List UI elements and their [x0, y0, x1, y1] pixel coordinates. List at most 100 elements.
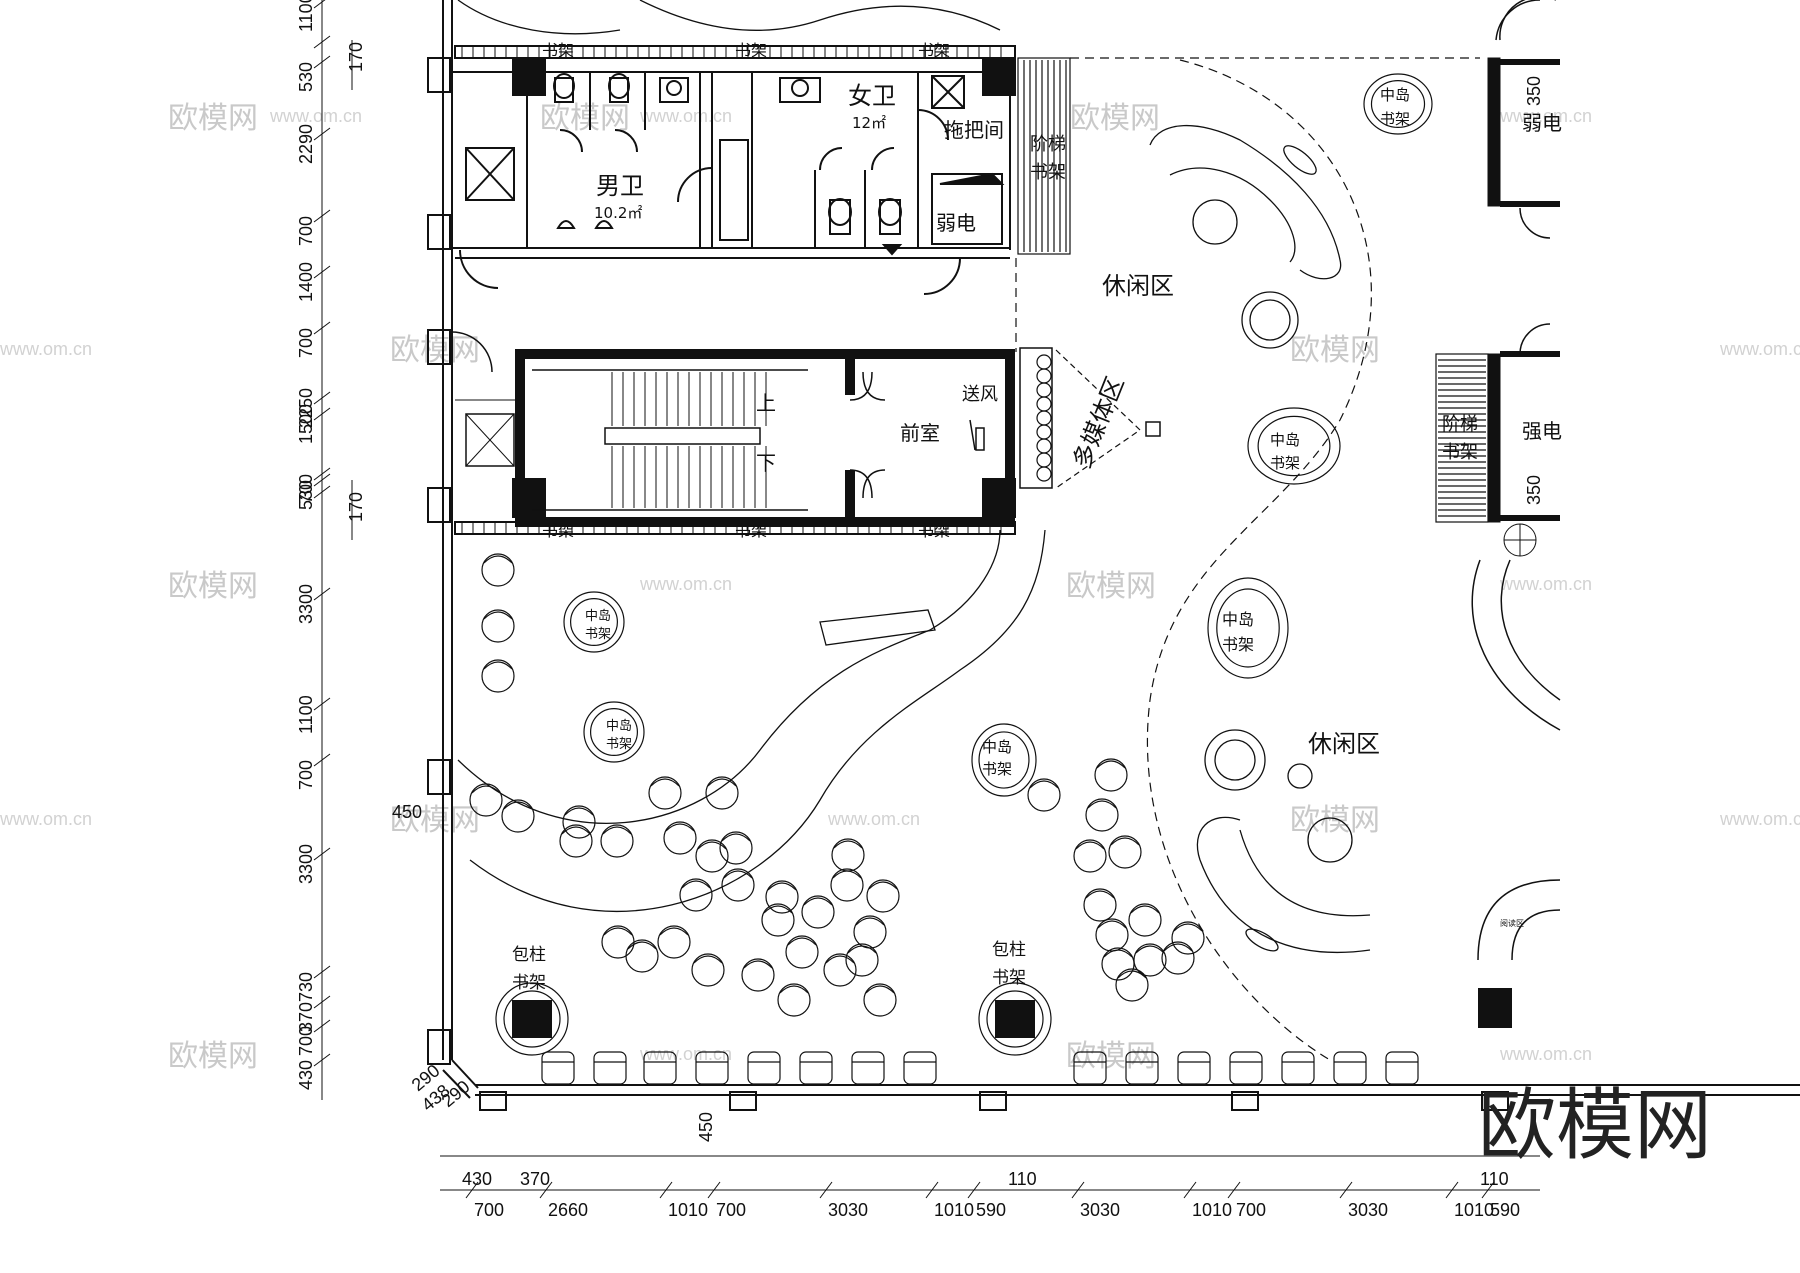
label-island-b: 书架	[585, 627, 611, 642]
label-island-b: 书架	[1380, 110, 1410, 128]
dim-tick	[313, 0, 326, 9]
watermark-text: 欧模网	[168, 101, 258, 136]
chair-back	[1075, 841, 1105, 850]
dim-left-value: 3300	[296, 584, 316, 624]
dim-tick	[313, 473, 331, 487]
chair-back	[1130, 905, 1160, 914]
island-shelf-outer	[563, 591, 625, 653]
dim-tick	[313, 265, 331, 279]
watermark-url: www.om.cn	[1499, 1044, 1592, 1064]
label-column-shelf-1b: 书架	[512, 973, 546, 993]
label-leisure-1: 休闲区	[1102, 272, 1174, 300]
chair	[1027, 778, 1061, 812]
chair	[823, 953, 857, 987]
chair	[866, 879, 900, 913]
dim-tick	[1071, 1181, 1085, 1199]
chair	[1128, 903, 1162, 937]
chair-back	[627, 941, 657, 950]
chair-back	[779, 985, 809, 994]
dim-tick	[313, 391, 331, 405]
label-island-b: 书架	[1270, 454, 1300, 472]
chair-back	[602, 826, 632, 835]
watermark-text: 欧模网	[390, 333, 480, 368]
dim-tick	[313, 55, 331, 69]
watermark-text: 欧模网	[1066, 569, 1156, 604]
seat	[1125, 1051, 1159, 1085]
chair	[695, 839, 729, 873]
stair-shelf	[1017, 57, 1489, 523]
chair-back	[659, 927, 689, 936]
watermark-url: www.om.cn	[639, 1044, 732, 1064]
dim-bottom-row2-value: 700	[716, 1200, 746, 1220]
chair	[501, 799, 535, 833]
dim-bottom-row1-value: 110	[1480, 1169, 1509, 1189]
label-bookshelf: 书架	[735, 521, 767, 540]
dim-bottom-row2-value: 700	[474, 1200, 504, 1220]
label-mens-wc: 男卫	[596, 172, 644, 200]
dim-tick	[313, 995, 331, 1009]
dim-tick	[313, 407, 331, 421]
dim-bottom-row1-value: 110	[1008, 1169, 1037, 1189]
dim-450-bottom: 450	[696, 1112, 716, 1142]
dim-tick	[313, 467, 331, 481]
dim-tick	[1481, 1181, 1495, 1199]
dim-tick	[313, 35, 331, 49]
chair	[1171, 921, 1205, 955]
chair-back	[564, 807, 594, 816]
label-island-a: 中岛	[1380, 86, 1410, 104]
chair-back	[803, 897, 833, 906]
window-seats	[541, 1051, 1419, 1085]
island-labels: 中岛 书架 中岛 书架 中岛 书架 中岛 书架 中岛 书架 中岛 书架	[585, 86, 1410, 778]
island-shelf-outer	[971, 723, 1037, 797]
dim-tick	[1339, 1181, 1353, 1199]
island-shelf-outer	[1363, 73, 1433, 135]
watermark-url: www.om.cn	[1719, 809, 1800, 829]
chair-back	[832, 870, 862, 879]
dim-left-value: 530	[296, 62, 316, 92]
chair-back	[743, 960, 773, 969]
chair	[1094, 758, 1128, 792]
chair	[663, 821, 697, 855]
chair-back	[1173, 923, 1203, 932]
seat	[1229, 1051, 1263, 1085]
island-shelf-outer	[1207, 577, 1289, 679]
seat	[747, 1051, 781, 1085]
watermark-url: www.om.cn	[639, 106, 732, 126]
label-strong-elec: 强电	[1522, 419, 1562, 443]
label-island-a: 中岛	[585, 608, 611, 624]
seat	[593, 1051, 627, 1085]
chair-back	[721, 833, 751, 842]
seat	[1333, 1051, 1367, 1085]
chairs	[469, 553, 1205, 1017]
watermark-url: www.om.cn	[1719, 339, 1800, 359]
watermark-url: www.om.cn	[0, 339, 92, 359]
watermark-url: www.om.cn	[0, 809, 92, 829]
label-stair-up: 上	[756, 391, 776, 415]
dim-left-value: 530	[296, 480, 316, 510]
chair-back	[767, 882, 797, 891]
label-bookshelf: 书架	[918, 521, 950, 540]
reading-band	[457, 0, 1046, 913]
label-stair-shelf-2a: 阶梯	[1442, 414, 1478, 435]
watermarks: 欧模网 www.om.cn 欧模网 www.om.cn 欧模网 www.om.c…	[0, 101, 1800, 1074]
chair	[785, 935, 819, 969]
watermark-url: www.om.cn	[639, 574, 732, 594]
dim-bottom-row2-value: 2660	[548, 1200, 588, 1220]
chair	[481, 609, 515, 643]
chair-back	[847, 945, 877, 954]
chair	[765, 880, 799, 914]
chair	[719, 831, 753, 865]
label-island-a: 中岛	[982, 738, 1012, 756]
dim-bottom-row2-value: 590	[976, 1200, 1006, 1220]
right-rooms	[1471, 0, 1561, 961]
stair-block	[451, 331, 1161, 527]
chair-back	[865, 985, 895, 994]
label-island-a: 中岛	[1270, 431, 1300, 449]
watermark-url: www.om.cn	[1499, 106, 1592, 126]
dim-tick	[313, 209, 331, 223]
chair	[1085, 798, 1119, 832]
chair	[691, 953, 725, 987]
island-shelf-inner	[1370, 79, 1426, 128]
chair	[600, 824, 634, 858]
